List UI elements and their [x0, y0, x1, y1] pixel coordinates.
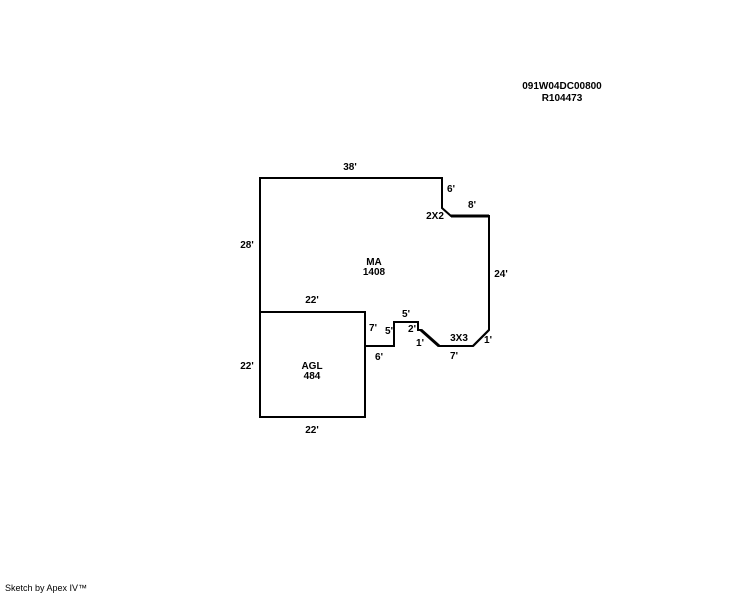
- dim-ma-right-top-step: 6': [447, 184, 455, 195]
- dim-ma-step-5: 5': [385, 326, 393, 337]
- dim-agl-top: 22': [305, 295, 319, 306]
- sketch-credit: Sketch by Apex IV™: [5, 583, 88, 593]
- dim-ma-bottom-diag: 1': [416, 338, 424, 349]
- parcel-info: 091W04DC00800 R104473: [0, 81, 744, 105]
- dim-notch-2x2: 2X2: [426, 211, 444, 222]
- ma-size: 1408: [363, 267, 386, 278]
- dim-ma-bottom-right-diag: 1': [484, 335, 492, 346]
- agl-outline: [259, 311, 366, 418]
- agl-code: AGL: [301, 361, 322, 372]
- dim-agl-bottom: 22': [305, 425, 319, 436]
- parcel-id: 091W04DC00800: [522, 81, 602, 92]
- account-number: R104473: [541, 93, 583, 104]
- notch-1-line: [472, 329, 490, 347]
- dim-ma-top: 38': [343, 162, 357, 173]
- dim-ma-left: 28': [240, 240, 254, 251]
- dim-ma-step-top: 5': [402, 309, 410, 320]
- dim-ma-step-2: 2': [408, 324, 416, 335]
- agl-size: 484: [304, 371, 321, 382]
- dim-ma-top-right: 8': [468, 200, 476, 211]
- dim-agl-left: 22': [240, 361, 254, 372]
- dim-ma-right: 24': [494, 269, 508, 280]
- dim-ma-bottom-seg: 7': [450, 351, 458, 362]
- ma-code: MA: [366, 257, 382, 268]
- dim-notch-3x3: 3X3: [450, 333, 468, 344]
- dim-ma-step-7: 7': [369, 323, 377, 334]
- dim-ma-step-6: 6': [375, 352, 383, 363]
- notch-3x3-line: [420, 328, 440, 348]
